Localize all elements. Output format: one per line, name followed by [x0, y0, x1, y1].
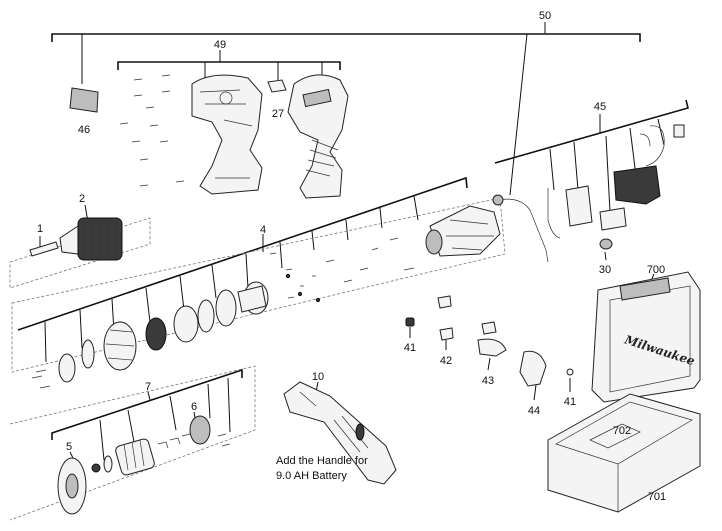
part-label-42: 42 — [440, 355, 452, 367]
part-label-50: 50 — [539, 10, 551, 22]
part-label-49: 46 — [78, 124, 90, 136]
bracket-50 — [51, 22, 641, 196]
part-label-46: 49 — [214, 39, 226, 51]
part-label-700: 700 — [647, 264, 665, 276]
part-label-43: 43 — [482, 375, 494, 387]
part-label-41-right: 41 — [564, 396, 576, 408]
part-label-27: 27 — [272, 108, 284, 120]
gearbox-components — [31, 237, 415, 389]
label-plate-49 — [69, 87, 99, 113]
part-label-44: 44 — [528, 405, 540, 417]
electronics-45 — [492, 124, 685, 263]
case-700: Milwaukee — [591, 271, 701, 403]
part-label-1: 1 — [37, 223, 43, 235]
part-label-30: 30 — [599, 264, 611, 276]
part-label-4: 4 — [260, 224, 266, 236]
part-label-2: 2 — [79, 193, 85, 205]
motor-assembly — [57, 415, 231, 515]
housing-right-half — [287, 74, 349, 199]
part-label-41-left: 41 — [404, 342, 416, 354]
part-label-702: 702 — [613, 425, 631, 437]
chuck-assembly — [29, 217, 123, 261]
handle-note-line2: 9.0 AH Battery — [276, 470, 347, 482]
small-hardware — [405, 295, 574, 387]
part-label-7: 7 — [145, 381, 151, 393]
bracket-7 — [51, 368, 243, 461]
part-number-labels: 50 49 46 27 45 2 1 4 30 700 41 42 43 44 … — [37, 10, 666, 503]
clip-27 — [267, 79, 287, 93]
part-label-45: 45 — [594, 101, 606, 113]
bracket-4 — [17, 176, 468, 363]
part-label-5: 5 — [66, 441, 72, 453]
side-handle-10 — [283, 381, 397, 485]
bracket-45 — [494, 99, 689, 213]
handle-note: Add the Handle for 9.0 AH Battery — [276, 455, 368, 482]
handle-note-line1: Add the Handle for — [276, 455, 368, 467]
part-label-701: 701 — [648, 491, 666, 503]
motor-housing — [425, 205, 501, 257]
case-701 — [547, 393, 701, 513]
part-label-10: 10 — [312, 371, 324, 383]
housing-screws — [119, 74, 185, 187]
housing-left-half — [191, 74, 263, 195]
part-label-6: 6 — [191, 401, 197, 413]
